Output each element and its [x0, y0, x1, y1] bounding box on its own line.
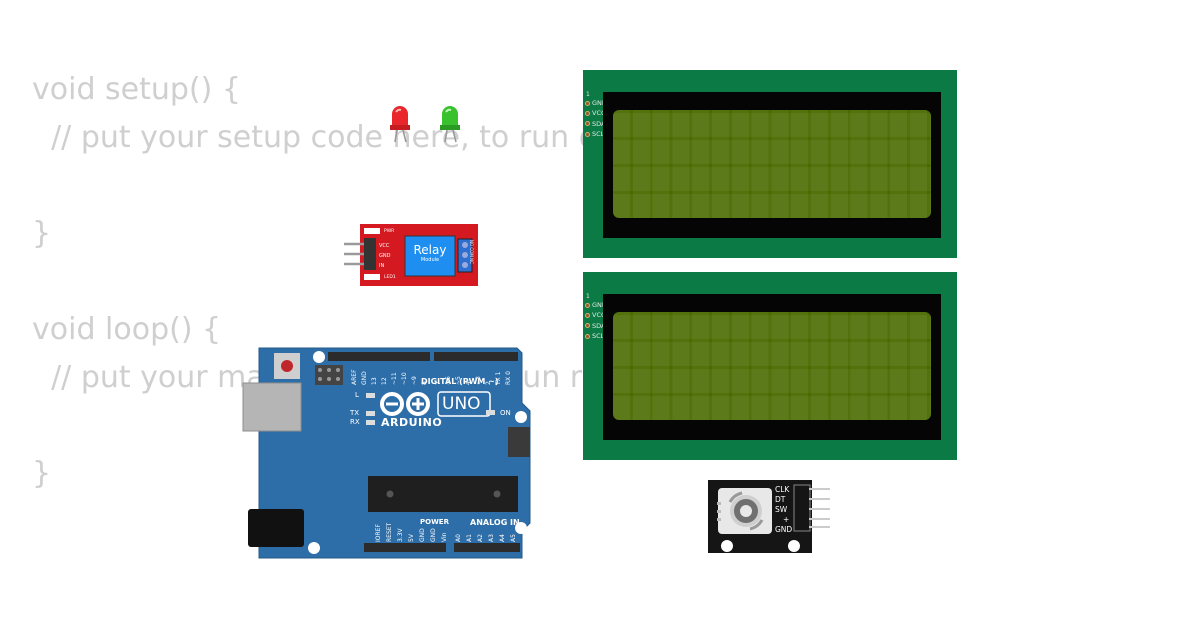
lcd-bottom-screen — [613, 312, 931, 420]
lcd-top-pin[interactable]: SCL — [585, 129, 607, 139]
mounting-hole-icon — [515, 411, 527, 423]
usb-port[interactable] — [242, 382, 302, 432]
lcd-top-pin[interactable]: VCC — [585, 108, 607, 118]
arduino-uno[interactable] — [240, 345, 535, 561]
lcd-bottom-pin1-marker: 1 — [586, 293, 590, 300]
mounting-hole-icon — [308, 542, 320, 554]
pin-dot-icon — [585, 131, 590, 137]
header-top-right[interactable] — [434, 352, 518, 361]
code-line: void loop() { — [32, 312, 222, 347]
mounting-hole-icon — [313, 351, 325, 363]
arduino-analog-label: ANALOG IN — [470, 518, 520, 527]
header-power[interactable] — [364, 543, 446, 552]
relay-pin-gnd: GND — [379, 253, 391, 259]
pin-dot-icon — [585, 302, 590, 308]
header-top-left[interactable] — [328, 352, 430, 361]
encoder-pin-labels: CLK DT SW + GND — [775, 485, 792, 535]
relay-title: Relay — [413, 243, 447, 257]
mounting-hole-icon — [515, 522, 527, 534]
lcd-display-bottom[interactable]: 1 GND VCC SDA SCL — [583, 272, 957, 460]
encoder-pin-gnd: GND — [775, 525, 793, 534]
code-line: void setup() { — [32, 72, 241, 107]
pin-dot-icon — [585, 313, 590, 319]
pin-dot-icon — [585, 100, 590, 106]
relay-module[interactable]: Relay Module PWR LED1 VCC GND IN NO COM … — [344, 224, 480, 286]
relay-pwr-label: PWR — [384, 229, 395, 234]
arduino-model-label: UNO — [442, 394, 481, 414]
arduino-logo-icon — [380, 392, 430, 416]
lcd-bottom-pin[interactable]: VCC — [585, 310, 607, 320]
red-led[interactable] — [390, 106, 410, 143]
arduino-led-tx-label: TX — [350, 409, 360, 417]
lcd-bottom-pin[interactable]: GND — [585, 300, 607, 310]
relay-subtitle: Module — [420, 257, 440, 263]
lcd-bottom-pin[interactable]: SDA — [585, 321, 607, 331]
pin-dot-icon — [585, 111, 590, 117]
relay-board-graphic — [344, 224, 478, 286]
arduino-digital-label: DIGITAL (PWM ~) — [421, 377, 499, 386]
encoder-pin-plus: + — [783, 515, 790, 524]
lcd-bottom-pin[interactable]: SCL — [585, 331, 607, 341]
header-analog[interactable] — [454, 543, 520, 552]
lcd-top-pin[interactable]: GND — [585, 98, 607, 108]
lcd-top-screen — [613, 110, 931, 218]
arduino-led-on-label: ON — [500, 409, 511, 417]
relay-led-label: LED1 — [384, 275, 396, 280]
pin-dot-icon — [585, 333, 590, 339]
led-pair — [390, 106, 460, 143]
power-jack[interactable] — [248, 509, 304, 547]
encoder-pin-clk: CLK — [775, 485, 790, 494]
lcd-top-pin[interactable]: SDA — [585, 119, 607, 129]
lcd-bottom-bezel — [603, 294, 941, 440]
relay-terminal-label: NO COM NC — [469, 240, 474, 264]
relay-pin-labels: VCC GND IN — [379, 241, 390, 271]
encoder-pin-sw: SW — [775, 505, 788, 514]
encoder-board-graphic — [708, 480, 830, 553]
code-line: } — [32, 216, 52, 251]
arduino-top-pin-labels: AREF GND 13 12 ~11 ~10 ~9 8 7 ~6 ~5 4 ~3… — [351, 369, 512, 385]
pin-dot-icon — [585, 323, 590, 329]
lcd-display-top[interactable]: 1 GND VCC SDA SCL — [583, 70, 957, 258]
rotary-encoder[interactable]: CLK DT SW + GND — [708, 480, 832, 554]
arduino-analog-pin-labels: A0 A1 A2 A3 A4 A5 — [455, 534, 517, 542]
relay-pin-vcc: VCC — [379, 243, 390, 249]
relay-pin-in: IN — [379, 263, 385, 269]
arduino-power-pin-labels: IOREF RESET 3.3V 5V GND GND Vin — [375, 522, 448, 542]
lcd-top-bezel — [603, 92, 941, 238]
green-led[interactable] — [440, 106, 460, 143]
arduino-led-rx-label: RX — [350, 418, 360, 426]
lcd-bottom-pin-header: GND VCC SDA SCL — [585, 300, 607, 342]
lcd-top-pin1-marker: 1 — [586, 91, 590, 98]
code-line: } — [32, 456, 52, 491]
pin-dot-icon — [585, 121, 590, 127]
arduino-power-label: POWER — [420, 518, 449, 526]
encoder-pin-dt: DT — [775, 495, 786, 504]
arduino-led-l-label: L — [355, 391, 359, 399]
arduino-brand-label: ARDUINO — [381, 416, 443, 429]
lcd-top-pin-header: GND VCC SDA SCL — [585, 98, 607, 140]
